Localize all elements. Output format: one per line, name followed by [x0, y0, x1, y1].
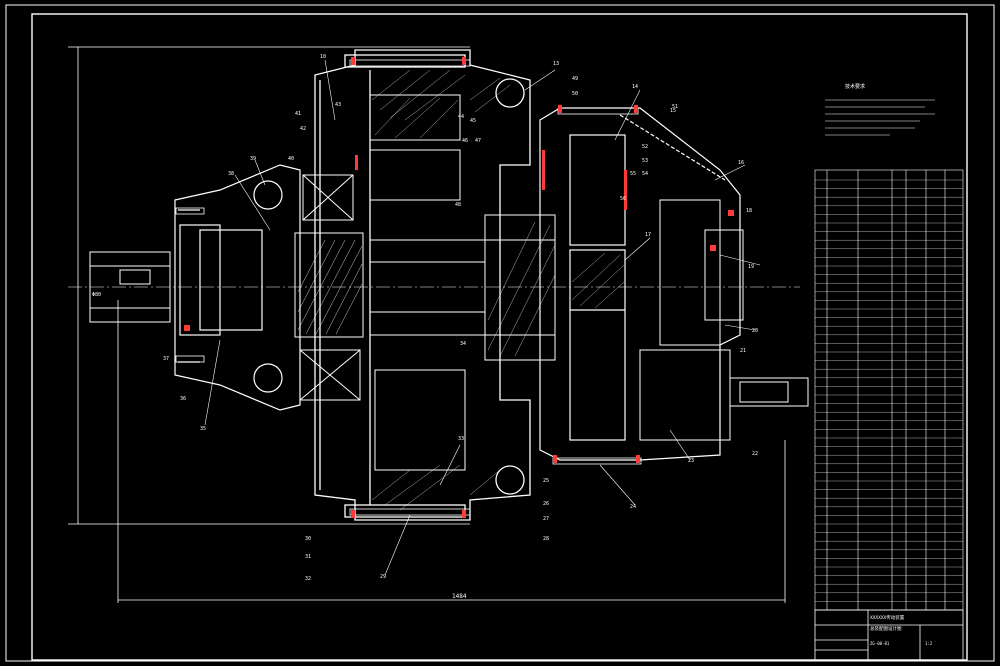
callout-32: 32	[305, 576, 311, 582]
shaft-diameter-dim: Φ80	[92, 292, 101, 298]
callout-51: 51	[672, 104, 678, 110]
callout-17: 17	[645, 232, 651, 238]
title-block	[814, 609, 964, 661]
callout-31: 31	[305, 554, 311, 560]
overall-width-dim: 1484	[452, 593, 467, 600]
callout-14: 14	[632, 84, 638, 90]
callout-22: 22	[752, 451, 758, 457]
callout-37: 37	[163, 356, 169, 362]
callout-18: 18	[746, 208, 752, 214]
callout-42: 42	[300, 126, 306, 132]
callout-20: 20	[752, 328, 758, 334]
callout-24: 24	[630, 504, 636, 510]
callout-29: 29	[380, 574, 386, 580]
callout-16: 16	[738, 160, 744, 166]
callout-34: 34	[460, 341, 466, 347]
callout-43: 43	[335, 102, 341, 108]
callout-21: 21	[740, 348, 746, 354]
callout-23: 23	[688, 458, 694, 464]
notes-title: 技术要求	[845, 83, 865, 90]
callout-38: 38	[228, 171, 234, 177]
parts-list-rows	[815, 179, 963, 602]
callout-54: 54	[642, 171, 648, 177]
callout-53: 53	[642, 158, 648, 164]
callout-36: 36	[180, 396, 186, 402]
callout-labels: 10 13 14 15 16 17 18 19 20 21 22 23 24 2…	[163, 54, 758, 582]
callout-49: 49	[572, 76, 578, 82]
second-stage-hatching	[571, 252, 625, 309]
drawing-scale: 1:2	[925, 641, 933, 646]
planet-gear-assembly	[369, 94, 556, 471]
title-line-1: XXXXXX传动装置	[870, 614, 905, 621]
callout-55: 55	[630, 171, 636, 177]
callout-30: 30	[305, 536, 311, 542]
callout-45: 45	[470, 118, 476, 124]
callout-35: 35	[200, 426, 206, 432]
callout-39: 39	[250, 156, 256, 162]
callout-47: 47	[475, 138, 481, 144]
title-line-2: 总装配图设计图	[870, 625, 902, 632]
callout-41: 41	[295, 111, 301, 117]
callout-27: 27	[543, 516, 549, 522]
drawing-number: ZG-00-01	[870, 641, 890, 646]
callout-40: 40	[288, 156, 294, 162]
technical-notes	[825, 99, 935, 136]
housing-hatching	[371, 69, 511, 511]
callout-10: 10	[320, 54, 326, 60]
callout-50: 50	[572, 91, 578, 97]
callout-13: 13	[553, 61, 559, 67]
outer-border	[5, 4, 995, 662]
sun-gear-block	[294, 174, 364, 401]
callout-25: 25	[543, 478, 549, 484]
red-accent-marks	[184, 57, 734, 518]
output-flange	[639, 199, 809, 441]
inner-border	[31, 13, 968, 661]
callout-33: 33	[458, 436, 464, 442]
leader-lines	[204, 59, 761, 576]
callout-19: 19	[748, 264, 754, 270]
overall-dimension-lines	[68, 46, 786, 603]
input-shaft	[89, 251, 171, 323]
callout-56: 56	[620, 196, 626, 202]
callout-15: 15	[670, 108, 676, 114]
callout-48: 48	[455, 202, 461, 208]
callout-28: 28	[543, 536, 549, 542]
callout-26: 26	[543, 501, 549, 507]
parts-list-table	[814, 169, 964, 611]
callout-46: 46	[462, 138, 468, 144]
callout-44: 44	[458, 114, 464, 120]
callout-52: 52	[642, 144, 648, 150]
